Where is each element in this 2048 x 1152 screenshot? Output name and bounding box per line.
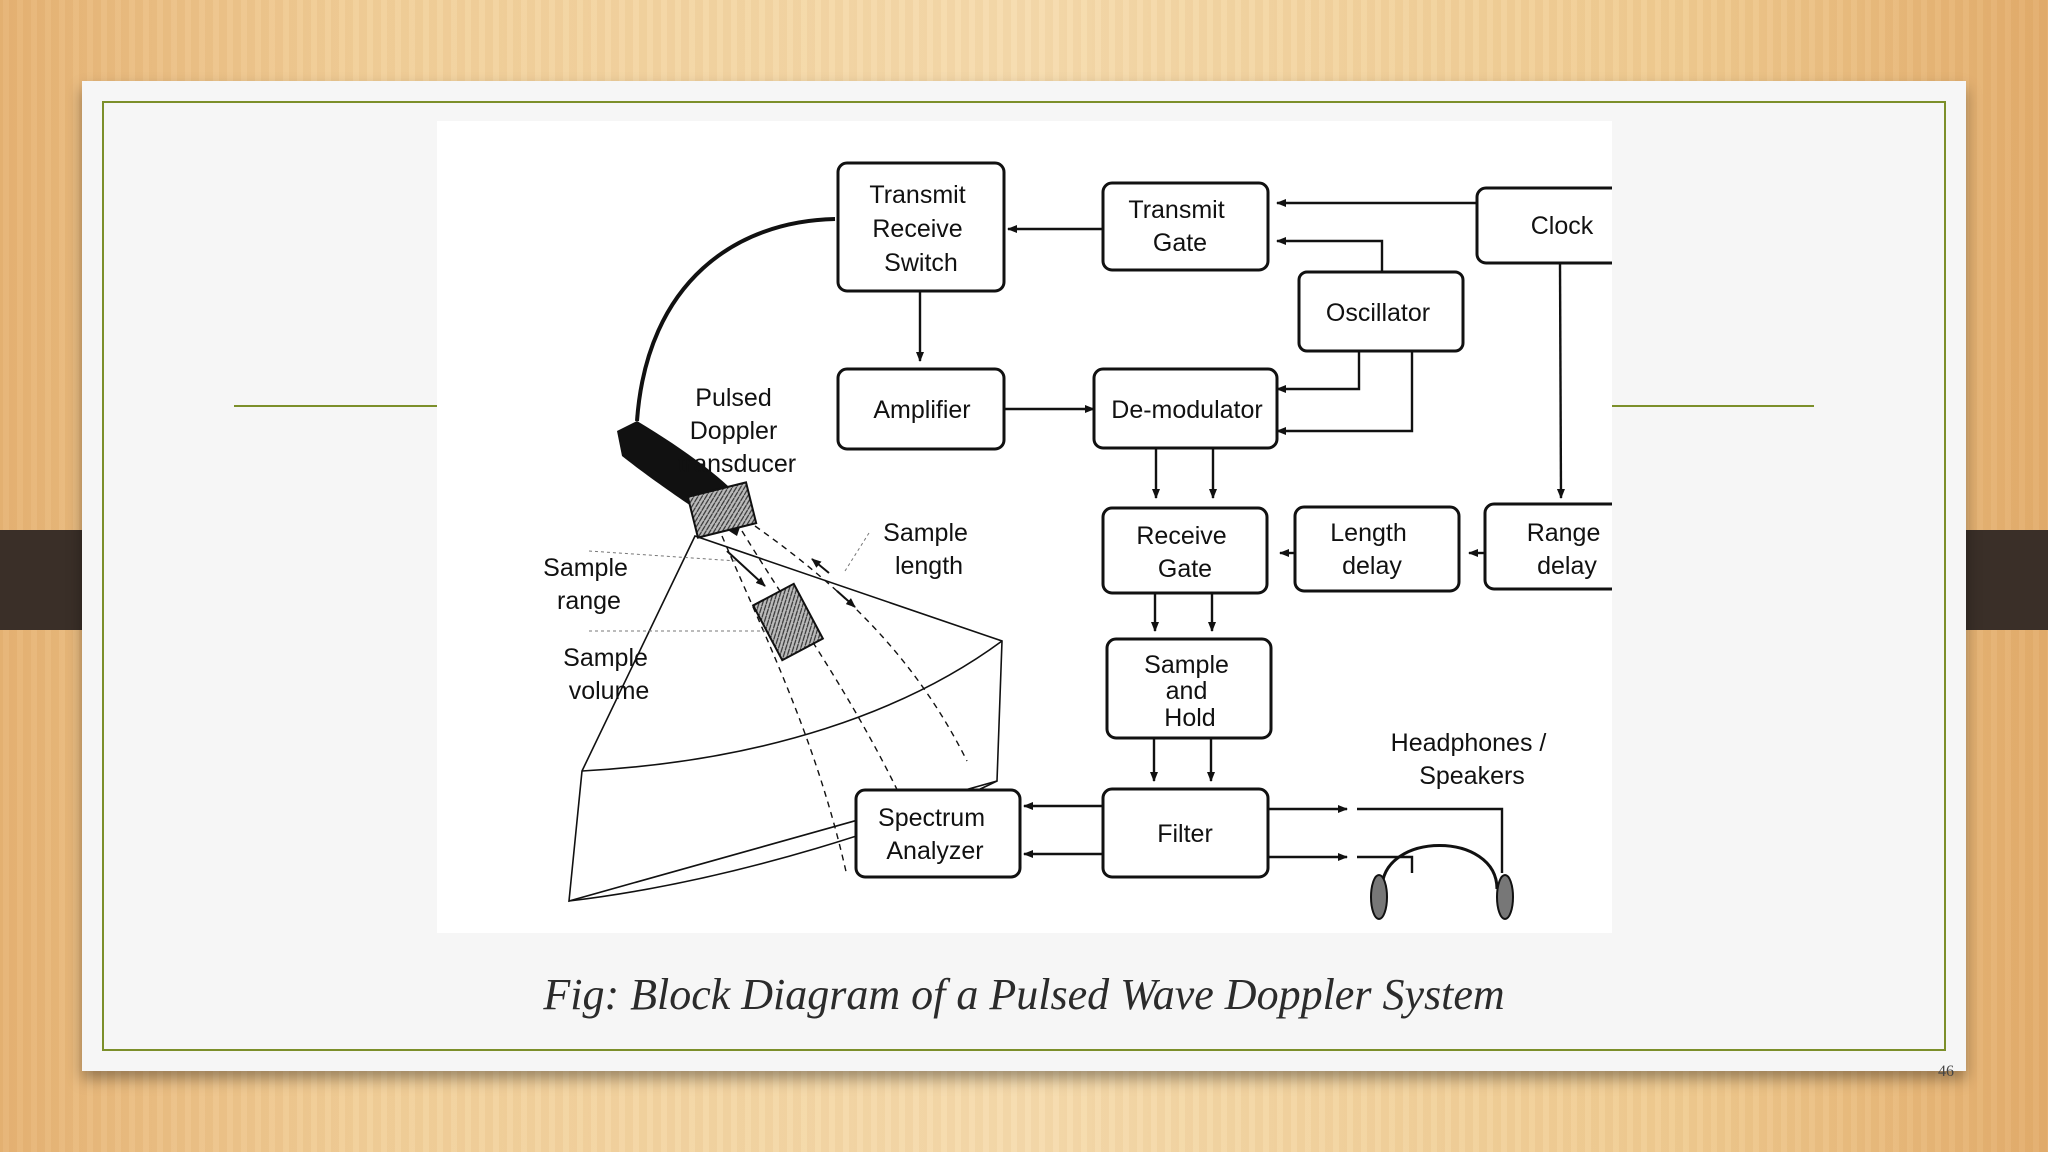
- beam-sector: [568, 535, 1003, 903]
- blocks: [836, 161, 1612, 879]
- text-amplifier: Amplifier: [873, 396, 970, 424]
- beam-arc-top: [581, 640, 1003, 772]
- beam-line-3: [754, 525, 968, 762]
- label-sample-volume: Sample volume: [563, 644, 655, 705]
- sample-volume: [751, 582, 825, 662]
- block-transmit-gate: [1101, 181, 1270, 272]
- text-filter: Filter: [1157, 820, 1213, 848]
- block-filter: [1101, 787, 1270, 879]
- block-length-delay: [1293, 505, 1461, 593]
- text-trs: Transmit Receive Switch: [869, 181, 972, 277]
- beam-line-2: [741, 530, 913, 822]
- connections: [635, 199, 1565, 890]
- headband: [1380, 844, 1499, 890]
- right-title-rule: [1612, 405, 1814, 407]
- arrow-osc-to-demod-1: [1276, 351, 1361, 393]
- phones-wire-2: [1357, 855, 1414, 873]
- block-sample-and-hold: [1105, 637, 1273, 740]
- sample-length-leader: [844, 532, 870, 572]
- label-sample-length: Sample length: [883, 519, 975, 580]
- text-clock: Clock: [1531, 212, 1594, 240]
- text-rdelay: Range delay: [1527, 519, 1608, 580]
- transducer-face: [686, 481, 758, 539]
- text-demodulator: De-modulator: [1111, 396, 1262, 424]
- sample-length-arrow-2: [836, 590, 856, 608]
- text-rgate: Receive Gate: [1136, 522, 1233, 583]
- text-sh: Sample and Hold: [1144, 651, 1236, 732]
- transducer-cable: [635, 217, 836, 422]
- block-receive-gate: [1101, 506, 1269, 595]
- label-sample-range: Sample range: [543, 554, 635, 615]
- sample-length-arrow-1: [811, 558, 830, 574]
- transducer-sketch: [568, 421, 1003, 903]
- text-oscillator: Oscillator: [1326, 299, 1430, 327]
- left-title-rule: [234, 405, 437, 407]
- sample-range-leader: [588, 550, 738, 562]
- block-diagram-svg: Transmit Receive Switch Transmit Gate Cl…: [543, 161, 1612, 920]
- left-earcup: [1370, 874, 1388, 920]
- label-transducer: Pulsed Doppler transducer: [678, 384, 796, 478]
- label-headphones: Headphones / Speakers: [1391, 729, 1554, 790]
- slide-border: [102, 101, 1946, 1051]
- block-clock: [1475, 186, 1612, 265]
- block-demodulator: [1092, 367, 1279, 450]
- block-range-delay: [1483, 502, 1612, 591]
- right-earcup: [1496, 874, 1514, 920]
- text-spectrum-analyzer: Spectrum Analyzer: [878, 804, 992, 865]
- sample-range-arrow: [726, 550, 766, 587]
- block-oscillator: [1297, 270, 1465, 353]
- slide: Transmit Receive Switch Transmit Gate Cl…: [82, 81, 1966, 1080]
- block-spectrum-analyzer: [854, 788, 1022, 879]
- text-ldelay: Length delay: [1330, 519, 1413, 580]
- arrow-osc-to-demod-2: [1276, 351, 1414, 435]
- arrow-osc-to-tgate: [1276, 237, 1384, 272]
- beam-line-1: [721, 535, 848, 877]
- block-transmit-receive-switch: [836, 161, 1006, 293]
- phones-wire-1: [1357, 807, 1504, 873]
- text-tgate: Transmit Gate: [1128, 196, 1231, 257]
- page-number: 46: [1938, 1063, 1954, 1080]
- figure-caption: Fig: Block Diagram of a Pulsed Wave Dopp…: [543, 970, 1505, 1019]
- arrow-clock-to-rdelay: [1556, 262, 1565, 499]
- block-diagram: Transmit Receive Switch Transmit Gate Cl…: [437, 121, 1612, 933]
- block-amplifier: [836, 367, 1006, 451]
